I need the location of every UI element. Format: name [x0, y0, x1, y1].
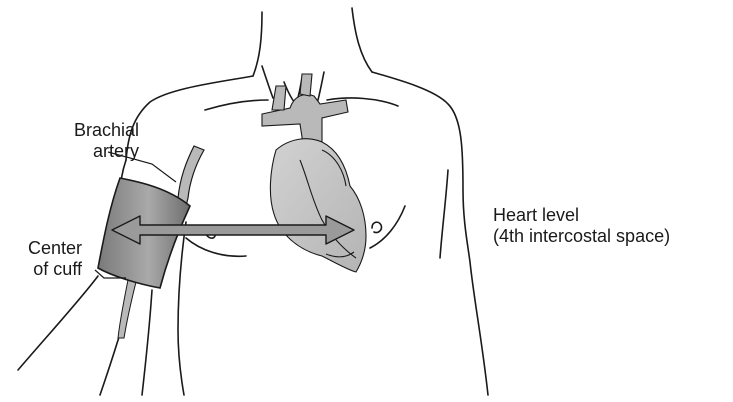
heart-level-label: Heart level (4th intercostal space)	[493, 205, 670, 247]
forearm-outer-line	[18, 276, 98, 370]
brachial-artery-label-line2: artery	[74, 141, 139, 162]
brachial-artery-label-line1: Brachial	[74, 120, 139, 141]
center-of-cuff-label-line2: of cuff	[28, 259, 82, 280]
pectoral-left-line	[186, 238, 246, 256]
center-of-cuff-label: Center of cuff	[28, 238, 82, 280]
clavicle-left-line	[205, 100, 268, 110]
brachial-artery-lower	[118, 280, 136, 338]
inner-arm-line	[142, 290, 152, 395]
brachial-artery-label: Brachial artery	[74, 120, 139, 162]
heart-level-label-line1: Heart level	[493, 205, 670, 226]
shoulder-left-line	[126, 76, 253, 160]
heart-body	[270, 139, 366, 272]
left-armpit-line	[178, 222, 186, 395]
neck-right-line	[352, 8, 372, 72]
heart-level-label-line2: (4th intercostal space)	[493, 226, 670, 247]
center-of-cuff-label-line1: Center	[28, 238, 82, 259]
heart-icon	[262, 74, 366, 272]
nipple-right	[372, 222, 381, 232]
neck-center-line-left	[262, 66, 273, 98]
armpit-right-line	[440, 170, 448, 258]
pectoral-right-line	[370, 206, 405, 248]
neck-center-line-right	[318, 72, 324, 100]
torso-outline	[18, 8, 488, 395]
neck-left-line	[253, 12, 262, 76]
